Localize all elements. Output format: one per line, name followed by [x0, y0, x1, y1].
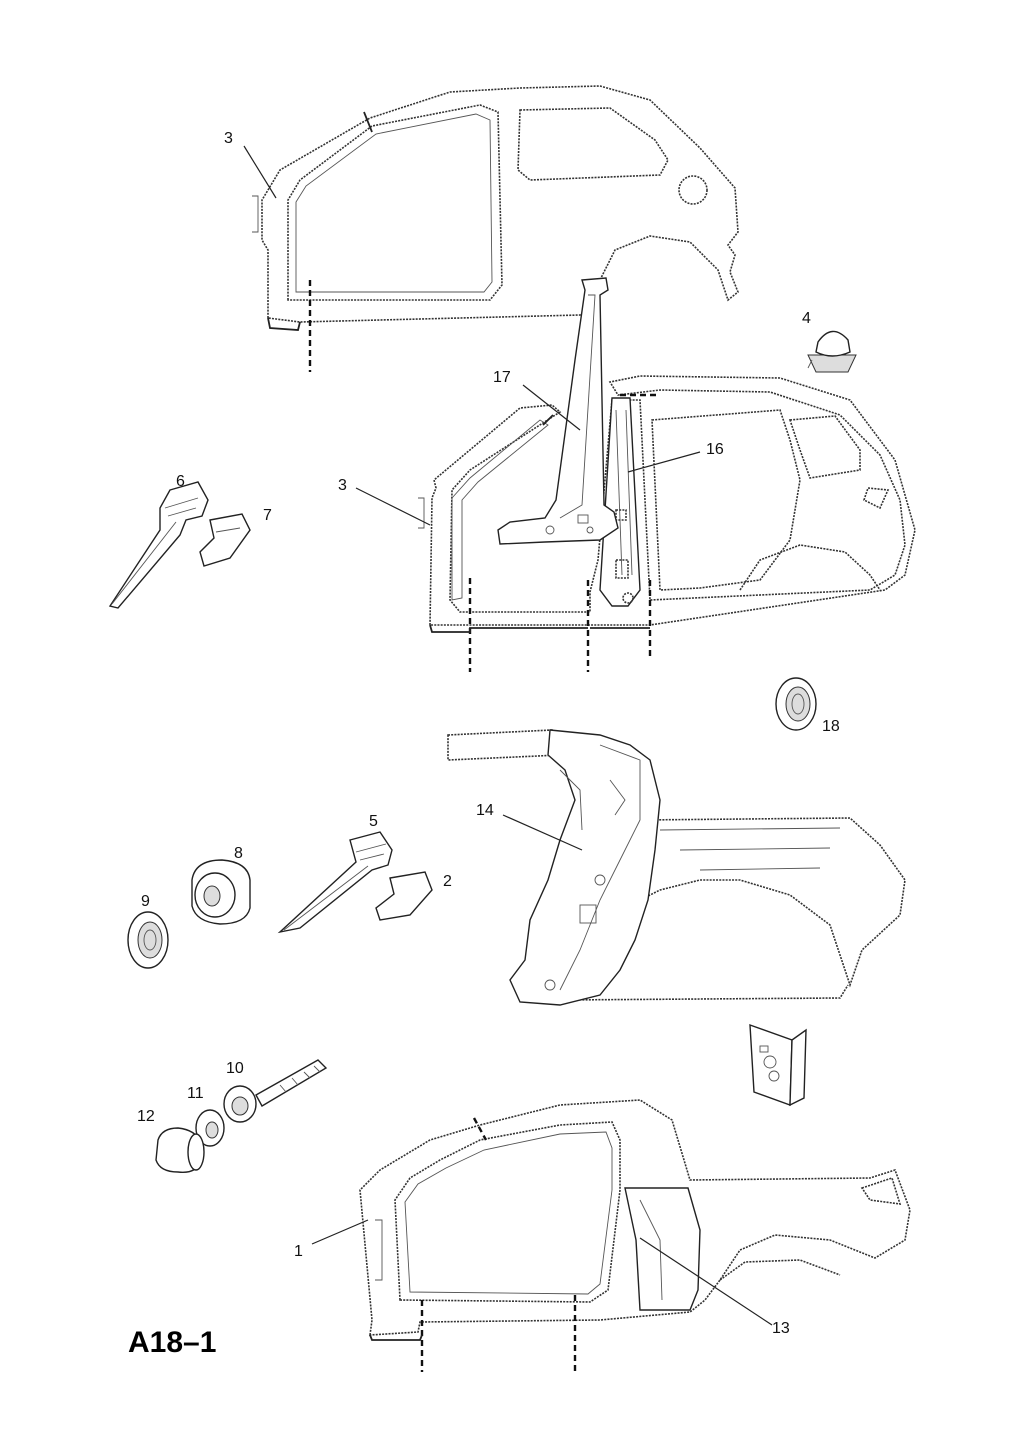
callout-9: 9 [141, 893, 150, 910]
callout-4: 4 [802, 310, 811, 327]
callout-5: 5 [369, 813, 378, 830]
callout-6: 6 [176, 473, 185, 490]
callout-3-mid: 3 [338, 477, 347, 494]
callout-16: 17 [493, 369, 511, 386]
buffer-8 [191, 859, 251, 925]
grommet-9 [127, 911, 169, 969]
bracket-18 [749, 1023, 807, 1107]
side-panel-4-door [359, 1099, 911, 1372]
grommet-17 [775, 677, 817, 731]
leader-lines [243, 145, 773, 1326]
callout-8: 8 [234, 845, 243, 862]
washer-11 [195, 1109, 225, 1147]
inner-structure-14 [447, 729, 906, 1006]
side-panel-5-door [418, 375, 916, 672]
callout-2: 2 [443, 873, 452, 890]
callout-labels: 3 4 17 16 6 3 7 18 14 5 8 2 9 10 11 12 1… [137, 130, 840, 1337]
bracket-6-7 [108, 481, 251, 609]
callout-11: 11 [187, 1085, 204, 1102]
callout-3-top: 3 [224, 130, 233, 147]
callout-14: 14 [476, 802, 494, 819]
bracket-5-2 [277, 831, 433, 934]
callout-10: 10 [226, 1060, 244, 1077]
callout-7: 7 [263, 507, 272, 524]
diagram-code: A18–1 [128, 1326, 216, 1359]
callout-17: 18 [822, 718, 840, 735]
callout-1: 1 [294, 1243, 303, 1260]
b-pillar-reinforcement [497, 277, 619, 545]
callout-13: 13 [772, 1320, 790, 1337]
plug-4 [807, 330, 857, 373]
cap-12 [155, 1127, 205, 1173]
side-panel-3-door [252, 85, 739, 372]
callout-15: 16 [706, 441, 724, 458]
bolt-10 [223, 1059, 328, 1123]
callout-12: 12 [137, 1108, 155, 1125]
